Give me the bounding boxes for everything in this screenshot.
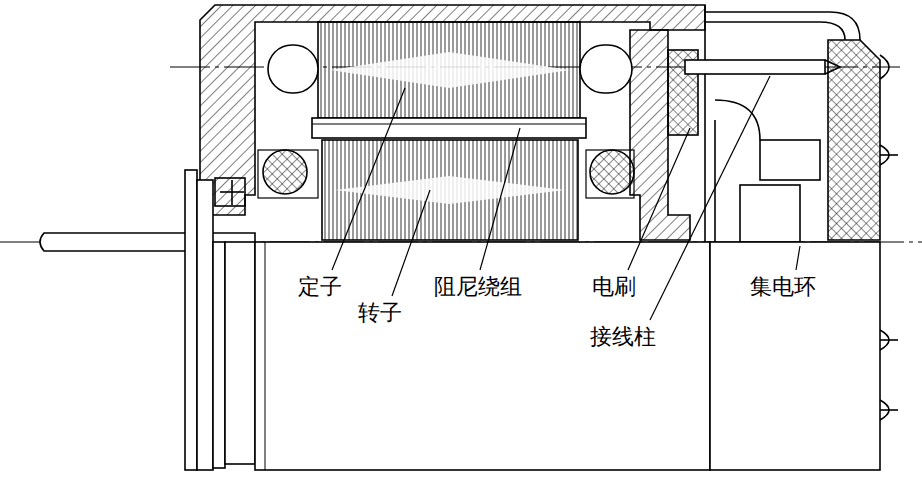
part-label: 阻尼绕组 [432,274,524,300]
part-label: 定子 [296,274,344,300]
part-label: 电刷 [590,274,638,300]
part-label: 转子 [356,300,404,326]
part-label: 集电环 [748,274,818,300]
part-label: 接线柱 [588,324,658,350]
